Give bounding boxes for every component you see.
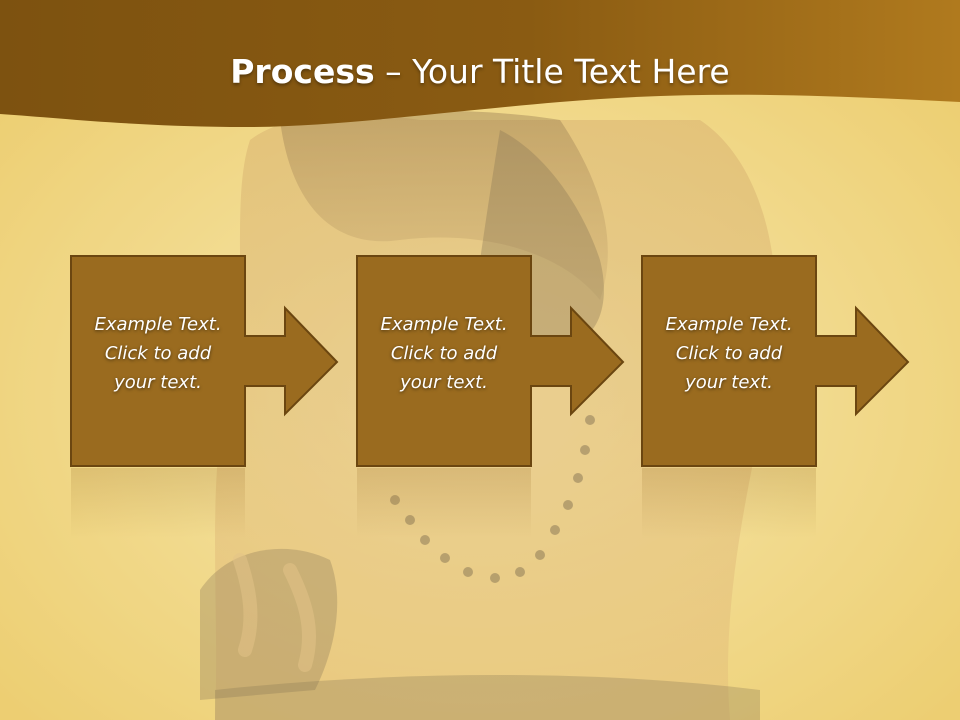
step-3-reflection — [642, 468, 816, 538]
step-1-line-2: Click to add — [104, 343, 212, 364]
step-3-line-1: Example Text. — [665, 314, 793, 335]
step-1-reflection — [71, 468, 245, 538]
header-band — [0, 0, 960, 128]
step-3-line-2: Click to add — [675, 343, 783, 364]
step-3-line-3: your text. — [685, 372, 773, 393]
step-1-shape — [70, 255, 339, 467]
step-2-reflection — [357, 468, 531, 538]
step-1-line-3: your text. — [114, 372, 202, 393]
process-step-2[interactable]: Example Text. Click to add your text. — [356, 255, 625, 467]
title-rest: – Your Title Text Here — [374, 52, 730, 91]
slide-title[interactable]: Process – Your Title Text Here — [0, 52, 960, 91]
step-2-shape — [356, 255, 625, 467]
step-3-text: Example Text. Click to add your text. — [642, 310, 816, 397]
step-2-line-3: your text. — [400, 372, 488, 393]
step-3-shape — [641, 255, 910, 467]
process-step-1[interactable]: Example Text. Click to add your text. — [70, 255, 339, 467]
step-1-text: Example Text. Click to add your text. — [71, 310, 245, 397]
step-1-line-1: Example Text. — [94, 314, 222, 335]
step-2-text: Example Text. Click to add your text. — [357, 310, 531, 397]
step-2-line-2: Click to add — [390, 343, 498, 364]
step-2-line-1: Example Text. — [380, 314, 508, 335]
process-step-3[interactable]: Example Text. Click to add your text. — [641, 255, 910, 467]
title-bold: Process — [230, 52, 375, 91]
